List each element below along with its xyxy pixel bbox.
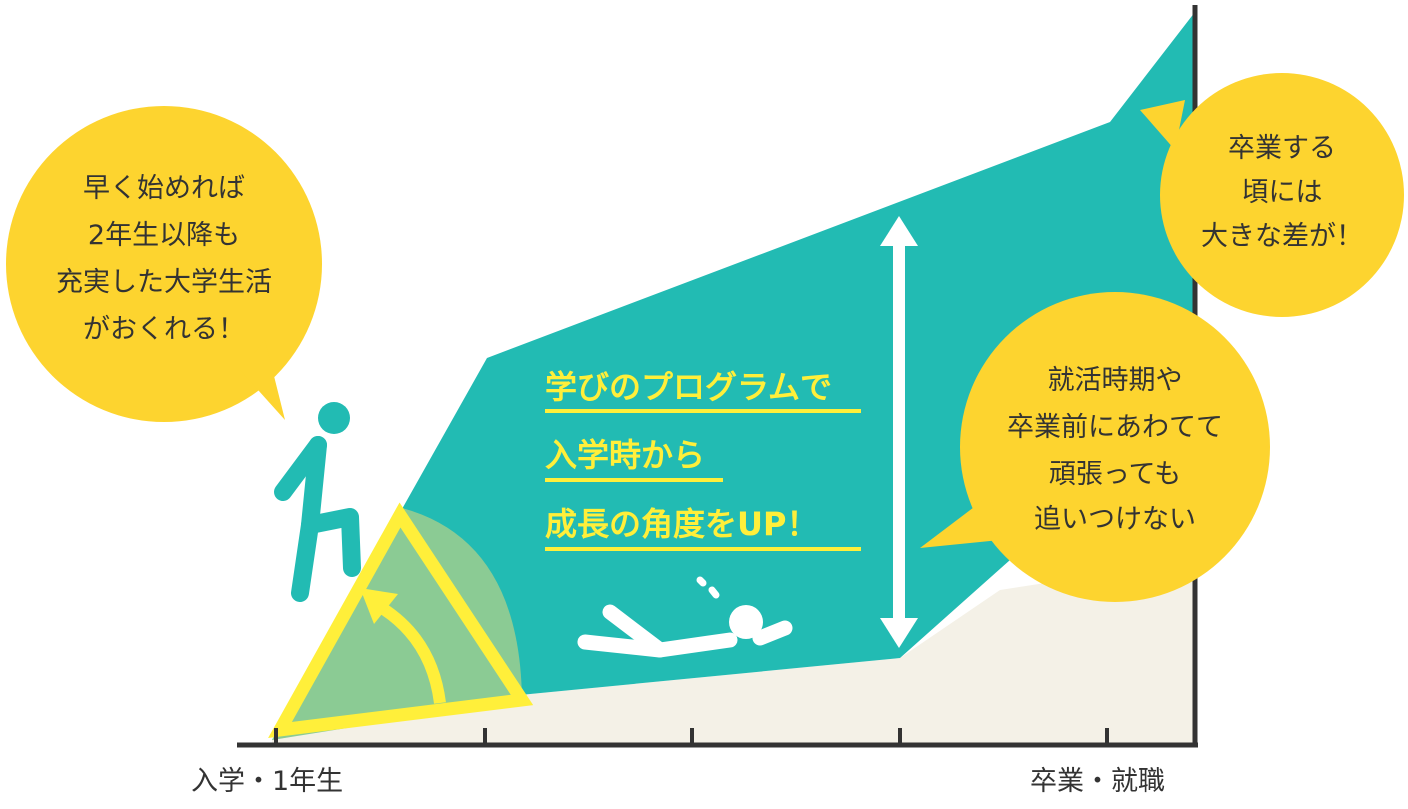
bubble-top-right: 卒業する 頃には 大きな差が！	[1140, 73, 1404, 317]
headline-underline-2	[545, 478, 723, 482]
bubble-top-right-line-3: 大きな差が！	[1201, 221, 1363, 252]
bubble-left-line-4: がおくれる！	[83, 314, 245, 345]
double-arrow-icon	[880, 216, 918, 648]
curved-arrowhead	[360, 588, 398, 624]
person-climbing-icon	[274, 402, 361, 602]
headline: 学びのプログラムで 入学時から 成長の角度をUP！	[545, 368, 861, 551]
bubble-top-right-line-1: 卒業する	[1228, 133, 1336, 164]
bubble-middle-right: 就活時期や 卒業前にあわてて 頑張っても 追いつけない	[920, 292, 1270, 602]
axis-end-label: 卒業・就職	[1030, 766, 1165, 797]
bubble-middle-right-line-1: 就活時期や	[1048, 365, 1183, 396]
bubble-top-right-line-2: 頃には	[1242, 177, 1323, 208]
bubble-left-line-1: 早く始めれば	[83, 173, 245, 204]
bubble-left-line-2: 2年生以降も	[88, 220, 240, 251]
bubble-middle-right-line-2: 卒業前にあわてて	[1007, 412, 1223, 443]
bubble-middle-right-line-4: 追いつけない	[1034, 504, 1196, 535]
curved-arrow-icon	[378, 602, 446, 704]
headline-line-2: 入学時から	[545, 436, 705, 474]
axis-ticks	[274, 728, 1109, 745]
accelerated-growth-area	[272, 12, 1195, 740]
bubble-middle-right-line-3: 頑張っても	[1049, 459, 1181, 490]
angle-triangle	[268, 502, 534, 739]
headline-line-3: 成長の角度をUP！	[545, 505, 818, 543]
axis-start-label: 入学・1年生	[191, 766, 343, 797]
bubble-left: 早く始めれば 2年生以降も 充実した大学生活 がおくれる！	[6, 106, 322, 422]
person-fallen-icon	[577, 576, 793, 658]
headline-underline-1	[545, 409, 861, 413]
headline-line-1: 学びのプログラムで	[545, 368, 832, 406]
headline-underline-3	[545, 547, 861, 551]
bubble-left-line-3: 充実した大学生活	[56, 267, 272, 298]
